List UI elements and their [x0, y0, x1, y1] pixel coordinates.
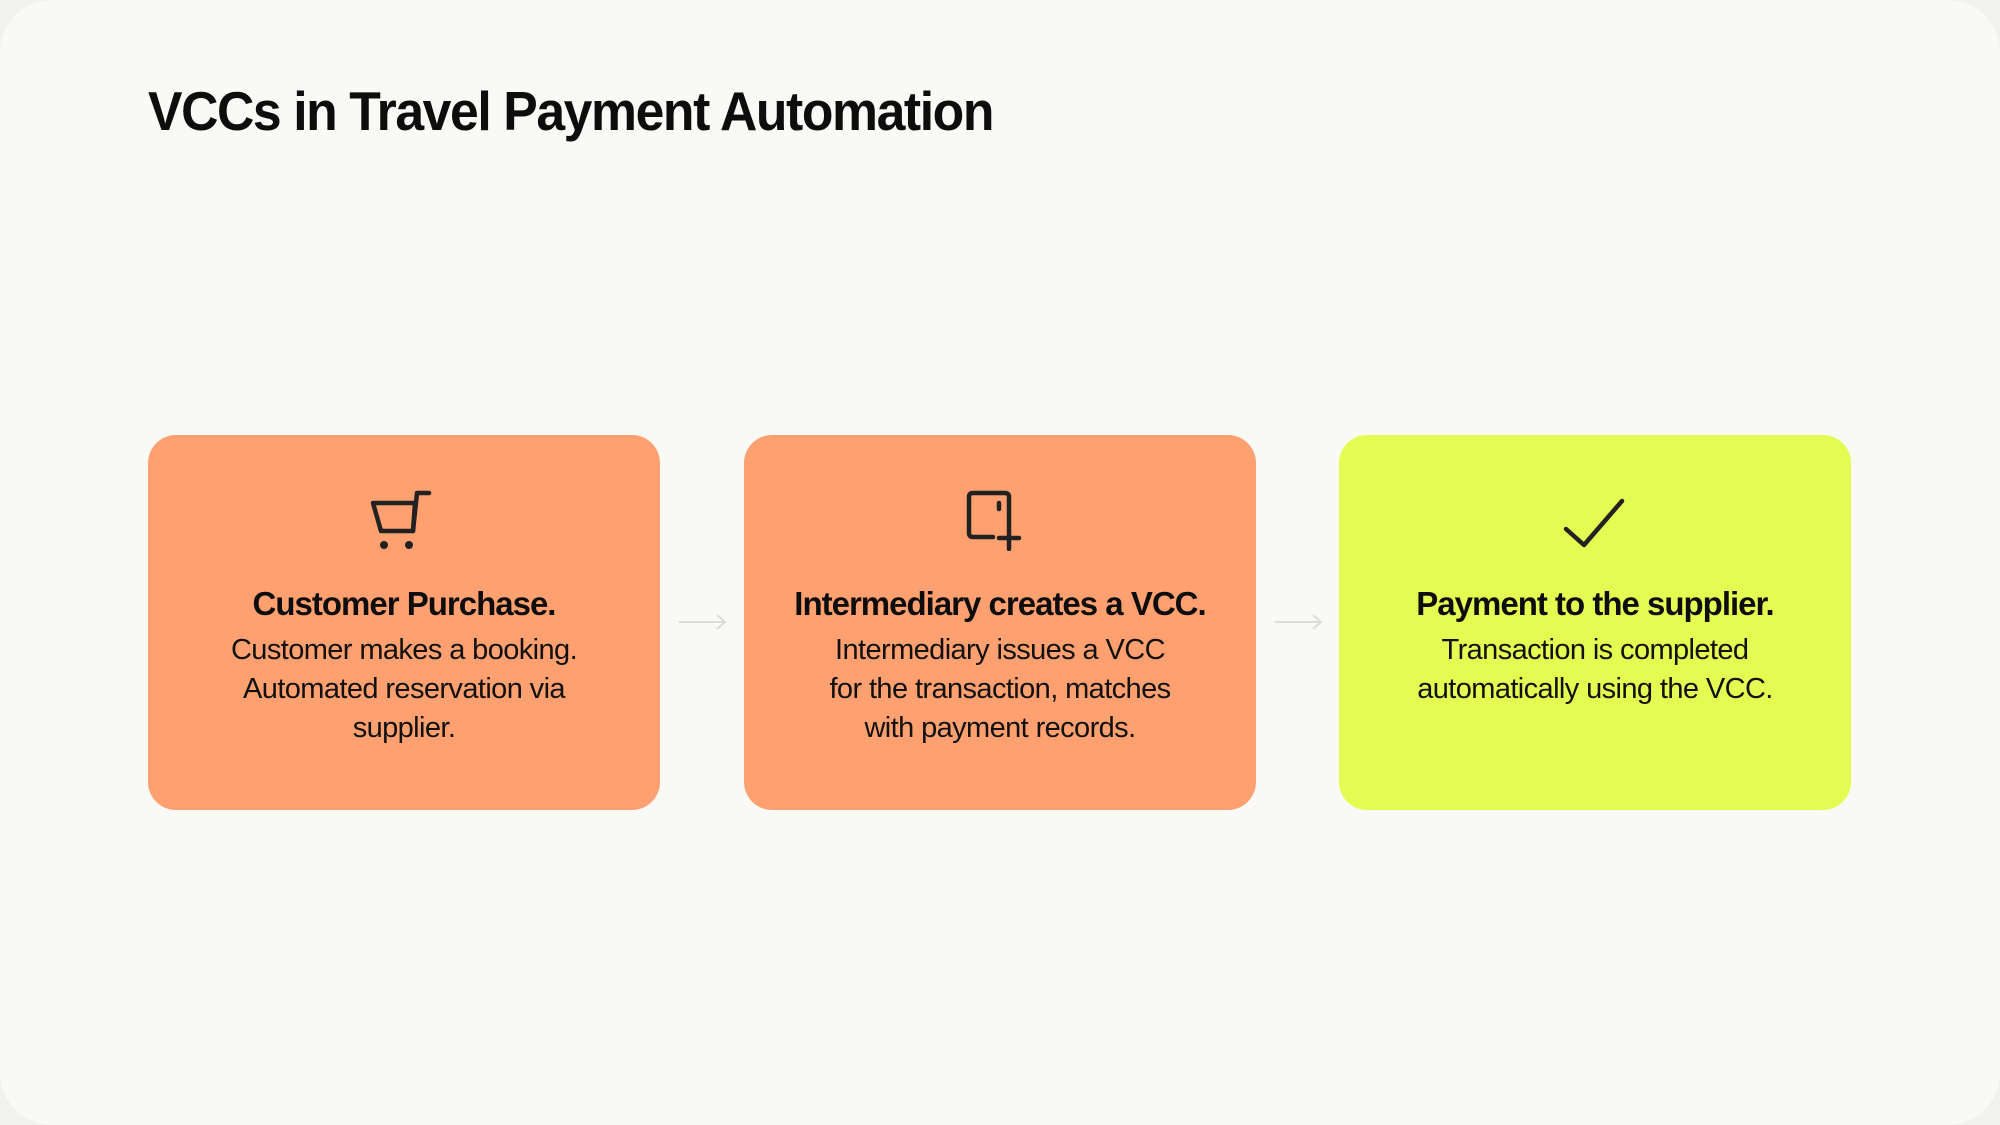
step-description-line: with payment records.: [864, 712, 1136, 744]
step-heading: Intermediary creates a VCC.: [794, 585, 1206, 622]
step-description: Intermediary issues a VCC for the transa…: [764, 631, 1236, 748]
step-description-line: Transaction is completed: [1441, 634, 1750, 666]
step-card-payment-to-supplier: Payment to the supplier. Transaction is …: [1339, 435, 1851, 810]
arrow-right-icon: [679, 614, 727, 630]
step-heading: Customer Purchase.: [252, 585, 557, 622]
step-heading: Payment to the supplier.: [1416, 585, 1774, 622]
step-description-line: automatically using the VCC.: [1417, 673, 1773, 705]
shopping-cart-icon: [370, 490, 432, 549]
diagram-title: VCCs in Travel Payment Automation: [148, 80, 994, 142]
step-description-line: Intermediary issues a VCC: [835, 634, 1166, 666]
step-description-line: supplier.: [352, 712, 456, 744]
checkmark-icon: [1563, 498, 1625, 548]
step-description: Customer makes a booking. Automated rese…: [168, 631, 640, 748]
card-add-icon: [966, 490, 1022, 551]
step-description-line: for the transaction, matches: [829, 673, 1171, 705]
step-description-line: Customer makes a booking.: [230, 634, 578, 666]
step-card-customer-purchase: Customer Purchase. Customer makes a book…: [148, 435, 660, 810]
step-description-line: Automated reservation via: [243, 673, 566, 705]
step-description: Transaction is completed automatically u…: [1359, 631, 1831, 709]
arrow-right-icon: [1275, 614, 1323, 630]
step-card-intermediary-creates-vcc: Intermediary creates a VCC. Intermediary…: [744, 435, 1256, 810]
